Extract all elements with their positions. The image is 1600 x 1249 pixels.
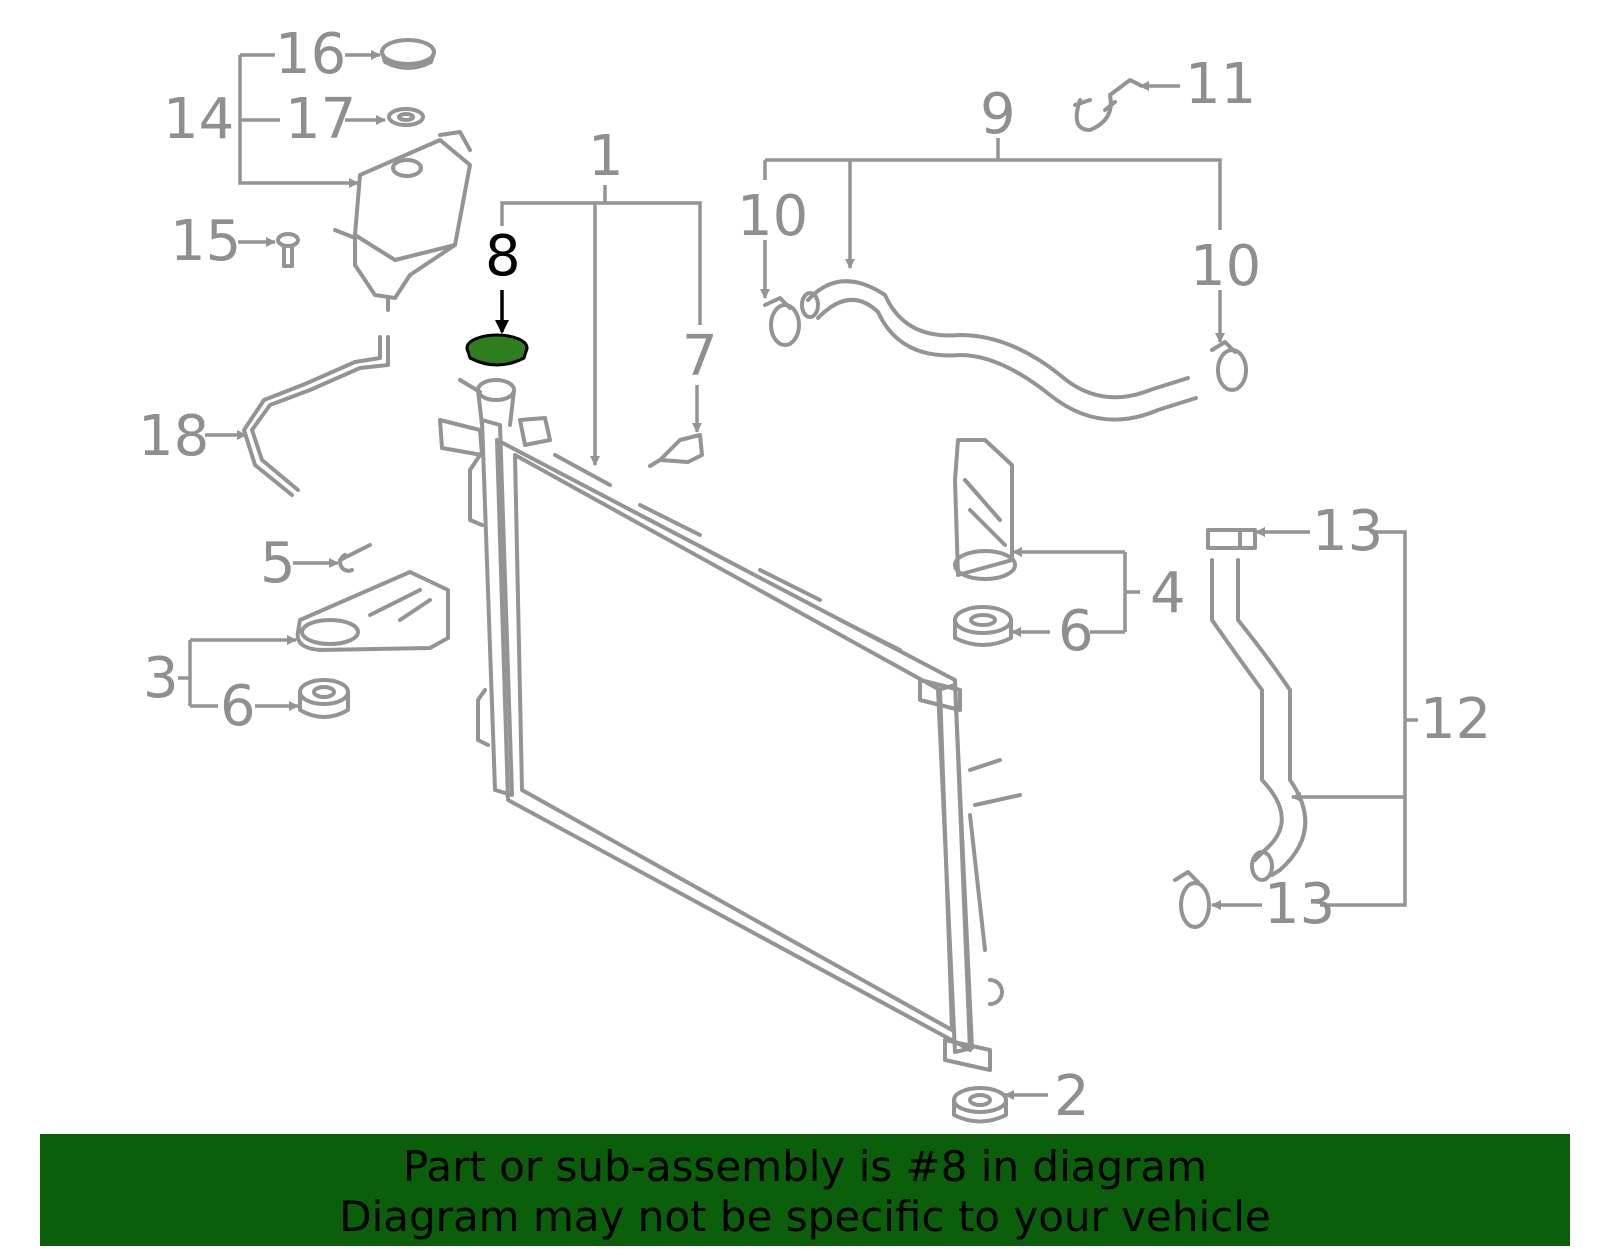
bolt-5 [338,543,372,573]
callout-14: 14 [163,87,234,152]
callout-18: 18 [138,404,209,469]
callout-17: 17 [285,87,356,152]
reservoir-cap-16 [380,38,436,70]
callout-2: 2 [1054,1064,1090,1129]
callout-8: 8 [485,224,521,289]
callout-labels: 1 2 3 4 5 6 6 7 8 9 10 10 11 12 13 13 14… [138,22,1491,1129]
lower-hose-12 [1210,558,1308,882]
fan-shroud-4 [953,438,1017,581]
banner-line-part: Part or sub-assembly is #8 in diagram [402,1142,1208,1191]
upper-hose-9 [800,279,1198,422]
hose-clamp-13-bottom [1173,870,1211,929]
cap-gasket-17 [387,107,425,127]
callout-4: 4 [1150,561,1186,626]
leader-lines [178,50,1418,1100]
hose-clamp-10-right [1210,340,1248,392]
bolt-15 [276,232,300,268]
callout-3: 3 [143,646,179,711]
callout-13-top: 13 [1312,499,1383,564]
info-banner: Part or sub-assembly is #8 in diagram Di… [40,1134,1570,1246]
bracket-3 [295,570,450,652]
hose-bracket-11 [1073,78,1142,132]
callout-6-right: 6 [1058,599,1094,664]
callout-13-bottom: 13 [1264,872,1335,937]
banner-line-disclaimer: Diagram may not be specific to your vehi… [339,1192,1271,1241]
callout-10-left: 10 [737,184,808,249]
insulator-6-right [953,605,1013,647]
reservoir-tank [333,130,472,312]
filler-neck [458,378,516,427]
insulator-6-left [298,678,350,719]
callout-11: 11 [1185,52,1256,117]
callout-15: 15 [170,209,241,274]
callout-16: 16 [275,22,346,87]
callout-9: 9 [980,82,1016,147]
callout-5: 5 [260,531,296,596]
sensor-7 [648,433,704,468]
hose-clamp-13-top [1206,528,1257,550]
radiator [438,416,1022,1072]
callout-10-right: 10 [1190,234,1261,299]
insulator-2 [952,1086,1008,1124]
callout-6-left: 6 [220,674,256,739]
callout-12: 12 [1420,687,1491,752]
radiator-cap-part-8[interactable] [465,333,529,367]
callout-7: 7 [682,324,718,389]
hose-clamp-10-left [763,296,801,347]
callout-1: 1 [588,124,624,189]
overflow-hose-18 [242,335,390,497]
